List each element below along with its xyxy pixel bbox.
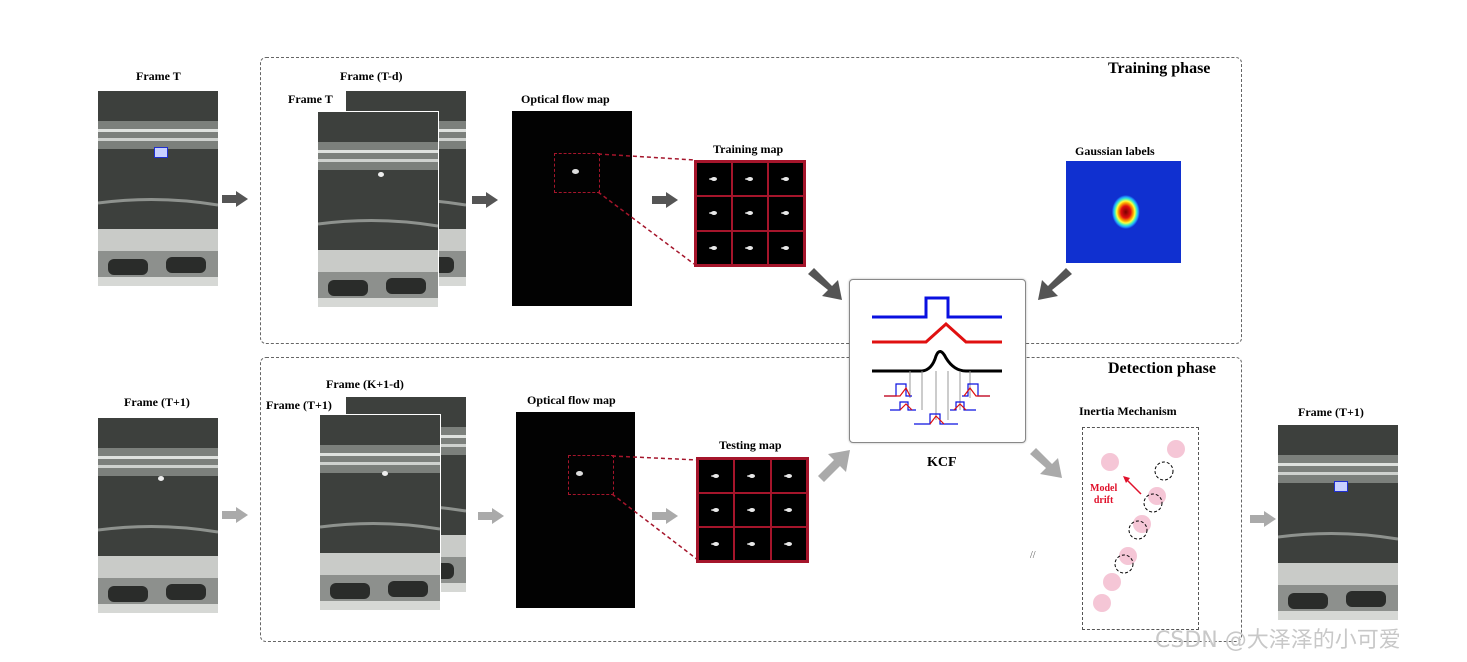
testing-map-label: Testing map bbox=[719, 438, 782, 452]
target-dot bbox=[382, 471, 388, 476]
frame-t1-left-image bbox=[98, 418, 218, 613]
target-box bbox=[154, 147, 168, 158]
arrow-right-icon bbox=[222, 507, 248, 523]
training-map-grid bbox=[694, 160, 806, 267]
arrow-diagonal-icon bbox=[1030, 448, 1062, 478]
optical-flow-bottom-image bbox=[516, 412, 635, 608]
flow-target bbox=[576, 471, 583, 476]
watermark: CSDN @大泽泽的小可爱 bbox=[1155, 628, 1401, 653]
gaussian-labels-image bbox=[1066, 161, 1181, 263]
frame-t-image bbox=[98, 91, 218, 286]
testing-map-grid bbox=[696, 457, 809, 563]
frame-t-label: Frame T bbox=[136, 69, 181, 83]
frame-t-d-label: Frame (T-d) bbox=[340, 69, 403, 83]
arrow-right-icon bbox=[478, 508, 504, 524]
detection-phase-box bbox=[260, 357, 1242, 642]
arrow-right-icon bbox=[472, 192, 498, 208]
arrow-diagonal-icon bbox=[1038, 268, 1072, 300]
frame-t1-inner-label: Frame (T+1) bbox=[264, 398, 334, 413]
inertia-label: Inertia Mechanism bbox=[1079, 404, 1177, 418]
arrow-diagonal-icon bbox=[808, 268, 842, 300]
frame-k1d-label: Frame (K+1-d) bbox=[326, 377, 404, 391]
target-dot bbox=[378, 172, 384, 177]
roi-box bbox=[568, 455, 614, 495]
roi-zoom-lines bbox=[597, 153, 695, 265]
frame-t1-right-label: Frame (T+1) bbox=[1298, 405, 1364, 419]
frame-t-inner-label: Frame T bbox=[286, 92, 335, 107]
arrow-right-icon bbox=[222, 191, 248, 207]
training-phase-label: Training phase bbox=[1108, 60, 1211, 77]
kcf-box bbox=[849, 279, 1026, 443]
arrow-diagonal-icon bbox=[818, 450, 850, 482]
model-drift-label: Model drift bbox=[1090, 483, 1118, 506]
arrow-right-icon bbox=[652, 508, 678, 524]
optical-flow-top-label: Optical flow map bbox=[521, 92, 610, 106]
kcf-label: KCF bbox=[927, 455, 957, 470]
inertia-box bbox=[1082, 427, 1199, 630]
kcf-waveforms bbox=[872, 296, 1002, 425]
arrow-right-icon bbox=[652, 192, 678, 208]
target-dot bbox=[158, 476, 164, 481]
flow-target bbox=[572, 169, 579, 174]
detection-phase-label: Detection phase bbox=[1108, 360, 1216, 377]
target-box bbox=[1334, 481, 1348, 492]
frame-t1-inner-image bbox=[320, 414, 441, 610]
frame-t-inner-image bbox=[318, 111, 439, 307]
arrow-right-icon bbox=[1250, 511, 1276, 527]
gaussian-labels-label: Gaussian labels bbox=[1075, 144, 1155, 158]
optical-flow-bottom-label: Optical flow map bbox=[527, 393, 616, 407]
frame-t1-left-label: Frame (T+1) bbox=[124, 395, 190, 409]
roi-zoom-lines bbox=[611, 455, 699, 561]
training-map-label: Training map bbox=[713, 142, 784, 156]
inertia-diagram bbox=[1093, 440, 1185, 612]
frame-t1-right-image bbox=[1278, 425, 1398, 620]
stray-mark: // bbox=[1030, 550, 1036, 561]
training-phase-box bbox=[260, 57, 1242, 344]
optical-flow-top-image bbox=[512, 111, 632, 306]
roi-box bbox=[554, 153, 600, 193]
